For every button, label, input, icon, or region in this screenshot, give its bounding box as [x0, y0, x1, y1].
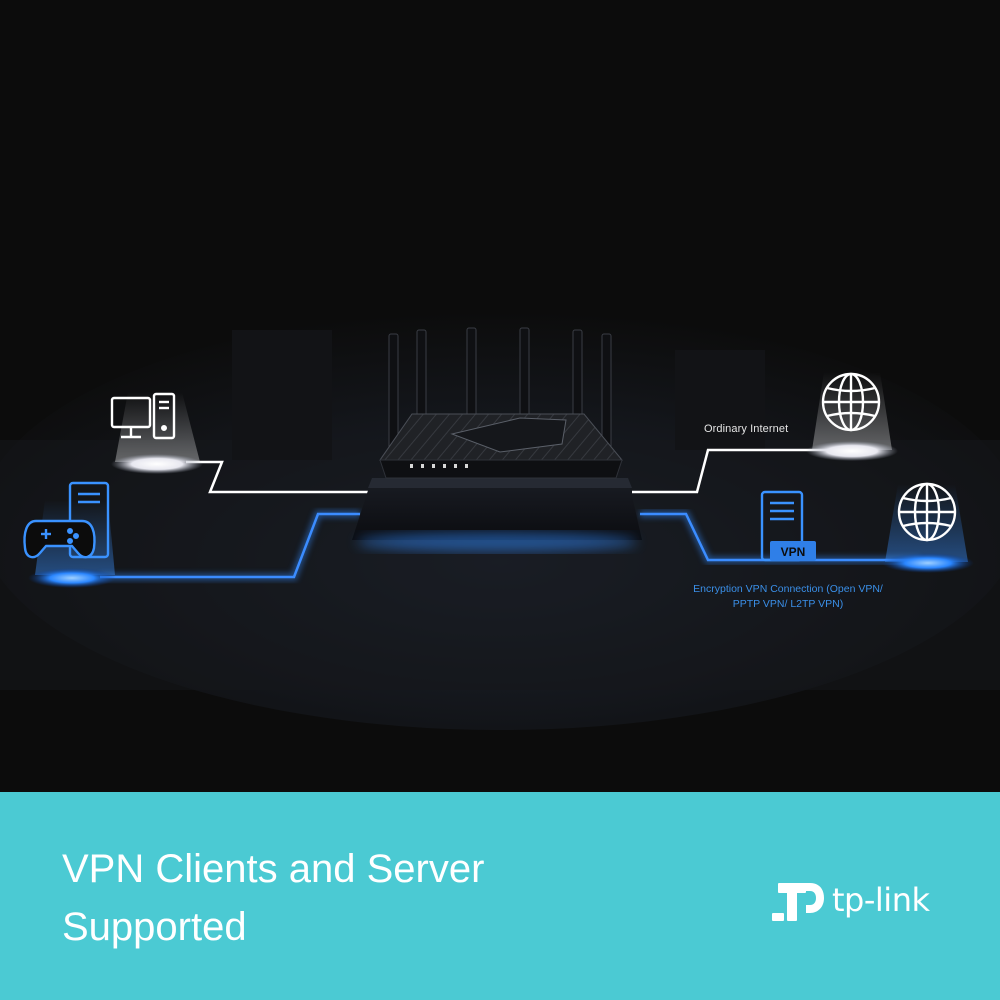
- white-glow-disc: [111, 454, 203, 474]
- game-controller-icon: [23, 481, 110, 559]
- banner-headline: VPN Clients and Server Supported: [62, 847, 485, 949]
- vpn-badge-box: [770, 541, 816, 561]
- internet-globe: [806, 372, 898, 461]
- blue-glow-disc: [28, 568, 116, 588]
- vpn-connection-label: Encryption VPN Connection (Open VPN/ PPT…: [693, 583, 883, 610]
- vpn-globe: [882, 482, 974, 573]
- vpn-badge: VPN: [781, 545, 806, 559]
- ordinary-connection-lines: [186, 448, 842, 494]
- desktop-computer-icon: [110, 392, 176, 440]
- floor-plane: [0, 440, 1000, 690]
- globe-icon: [897, 482, 957, 542]
- network-diagram-scene: VPN: [0, 310, 1000, 730]
- blue-glow-disc: [882, 553, 974, 573]
- footer-banner: VPN Clients and Server Supported tp-link: [0, 792, 1000, 1000]
- background-block: [675, 350, 765, 450]
- white-glow-disc: [806, 441, 898, 461]
- brand-name: tp-link: [832, 881, 930, 919]
- tp-link-logo-icon: [772, 883, 824, 921]
- brand-logo: tp-link: [770, 872, 930, 928]
- desktop-client: [110, 392, 203, 474]
- router-stand: [352, 478, 642, 552]
- gaming-client: [23, 481, 116, 588]
- vpn-server: VPN: [760, 490, 816, 562]
- router-icon: [379, 327, 624, 479]
- ordinary-internet-label: Ordinary Internet: [704, 423, 789, 435]
- background-block: [232, 330, 332, 460]
- light-beam: [115, 392, 200, 462]
- globe-icon: [821, 372, 881, 432]
